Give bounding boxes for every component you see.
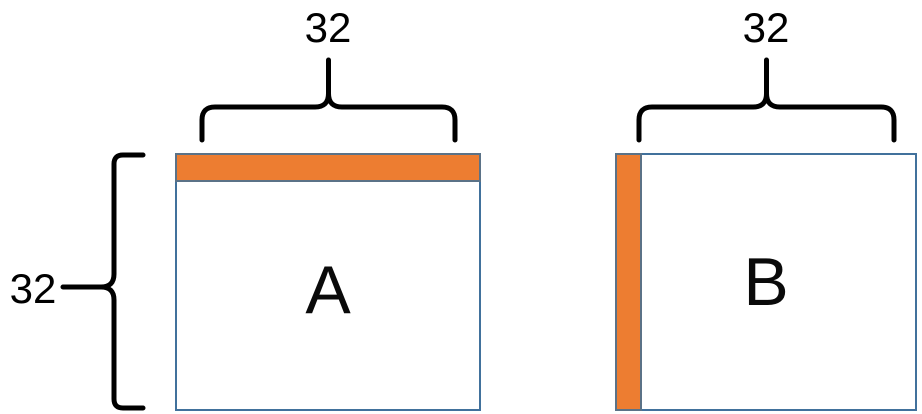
matrix-a: A: [175, 153, 481, 411]
matrix-a-label: A: [305, 252, 351, 328]
matrix-b-label: B: [743, 244, 789, 320]
matrix-b-col-brace: [636, 57, 897, 143]
matrix-b-col-count: 32: [742, 4, 790, 51]
matrix-a-row-count: 32: [9, 265, 57, 312]
matrix-a-col-brace: [199, 57, 458, 143]
matrix-b-col-highlight: [615, 153, 642, 411]
matrix-b: B: [615, 153, 917, 411]
matrix-a-col-count: 32: [304, 4, 352, 51]
matrix-a-row-brace: [60, 152, 146, 411]
matrix-a-row-highlight: [175, 153, 481, 182]
